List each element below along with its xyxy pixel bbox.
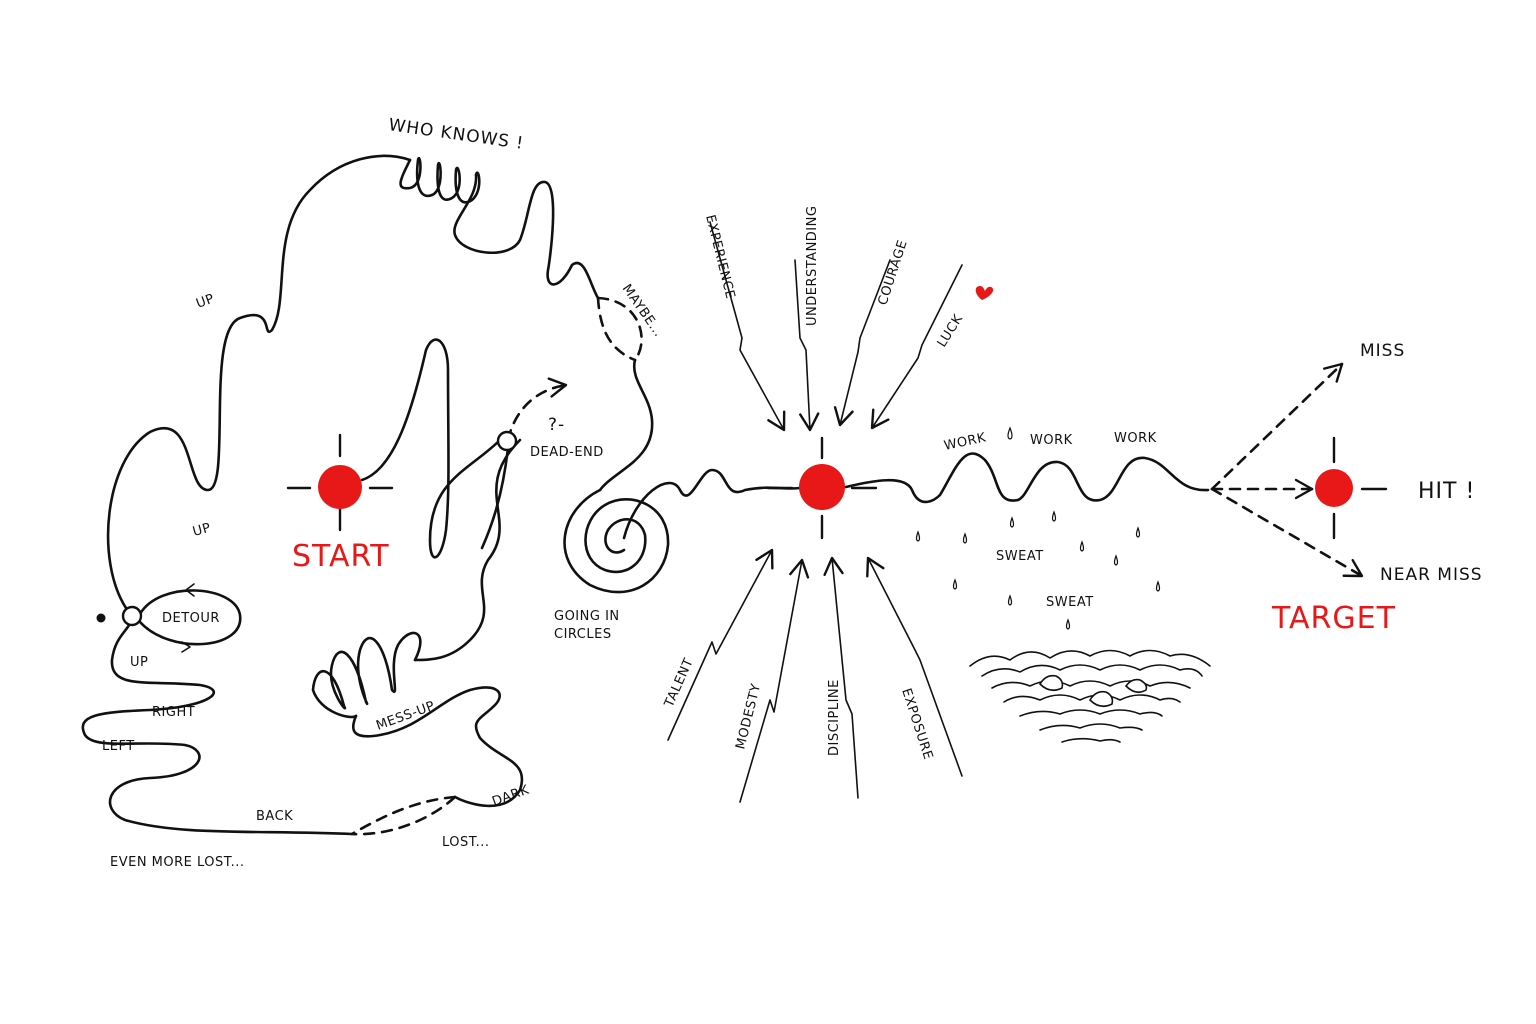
midpoint-marker	[766, 436, 878, 540]
start-marker	[286, 433, 394, 532]
small-dot-marker	[96, 613, 106, 623]
journey-path-left-loop	[413, 438, 522, 662]
target-marker	[1315, 436, 1388, 540]
sweat-pool-icon	[969, 649, 1211, 743]
label-force-modesty: MODESTY	[733, 682, 764, 751]
label-dead-end: DEAD-END	[530, 445, 604, 460]
label-maybe: MAYBE...	[619, 282, 666, 340]
label-detour: DETOUR	[162, 611, 220, 626]
journey-path-main	[360, 338, 502, 559]
journey-path-up	[106, 154, 412, 610]
detour-loop	[138, 589, 242, 646]
journey-path-down-spiral	[598, 358, 654, 492]
label-question: ?-	[548, 415, 565, 435]
label-force-luck: LUCK	[935, 312, 967, 350]
label-force-courage: COURAGE	[876, 238, 911, 307]
going-in-circles-spiral	[563, 488, 670, 594]
label-going-in: GOING IN	[554, 609, 620, 624]
label-target: TARGET	[1271, 601, 1396, 636]
near-miss-arrow	[1210, 487, 1364, 578]
label-even-more-lost: EVEN MORE LOST...	[110, 855, 245, 870]
label-start: START	[292, 539, 390, 574]
label-force-experience: EXPERIENCE	[702, 213, 737, 300]
label-up-low: UP	[130, 655, 148, 670]
label-force-exposure: EXPOSURE	[898, 687, 935, 762]
label-sweat-2: SWEAT	[1046, 595, 1094, 610]
label-work-2: WORK	[1030, 433, 1073, 448]
start-dot	[318, 465, 362, 509]
label-up-top: UP	[194, 291, 216, 311]
journey-path-bottom-snake	[351, 686, 524, 808]
force-arrows-bottom	[667, 548, 963, 803]
label-up-mid: UP	[191, 521, 213, 540]
work-wave-path	[844, 452, 1210, 504]
label-right: RIGHT	[152, 705, 195, 720]
maybe-dashed-path-2	[596, 296, 643, 362]
who-knows-coil	[399, 156, 481, 204]
dead-end-branch	[480, 446, 510, 550]
sweat-drops-icon	[915, 426, 1161, 630]
lost-dashed-path-2	[350, 795, 457, 836]
label-dark: DARK	[490, 783, 531, 810]
label-work-1: WORK	[943, 430, 988, 454]
label-who-knows: WHO KNOWS !	[387, 115, 525, 154]
label-work-3: WORK	[1114, 431, 1157, 446]
label-back: BACK	[256, 809, 293, 824]
label-force-understanding: UNDERSTANDING	[805, 206, 820, 326]
label-force-talent: TALENT	[662, 656, 697, 710]
midpoint-dot	[799, 464, 845, 510]
label-near-miss: NEAR MISS	[1380, 565, 1483, 585]
label-force-discipline: DISCIPLINE	[827, 679, 842, 756]
target-dot	[1315, 469, 1353, 507]
label-lost: LOST...	[442, 835, 490, 850]
dead-end-dashed	[506, 377, 568, 442]
journey-path-back	[81, 616, 354, 836]
lost-dashed-path	[350, 795, 457, 836]
detour-arrow-top	[185, 583, 195, 597]
miss-arrow	[1210, 362, 1344, 491]
luck-heart-icon	[975, 286, 994, 300]
maybe-dashed-path	[596, 296, 637, 362]
label-hit: HIT !	[1418, 479, 1475, 504]
label-miss: MISS	[1360, 341, 1405, 361]
label-mess-up: MESS-UP	[374, 699, 437, 734]
force-arrows-top	[709, 221, 963, 432]
label-circles: CIRCLES	[554, 627, 612, 642]
mess-up-coil	[311, 631, 422, 719]
journey-path-top-right	[453, 173, 600, 300]
detour-node	[121, 605, 143, 627]
journey-path-to-mid	[622, 468, 802, 540]
detour-arrow-bottom	[181, 641, 191, 653]
dead-end-node	[496, 430, 518, 452]
label-left: LEFT	[102, 739, 135, 754]
label-sweat-1: SWEAT	[996, 549, 1044, 564]
